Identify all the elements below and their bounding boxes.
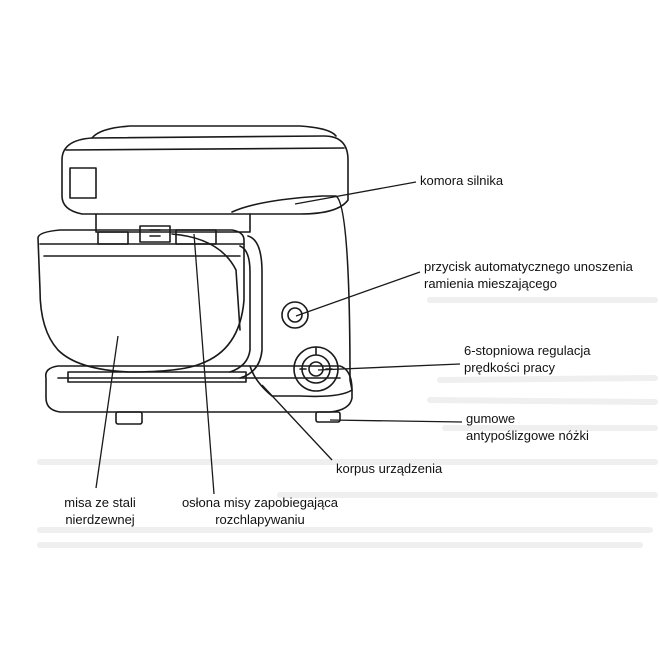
- label-line: osłona misy zapobiegająca: [181, 495, 339, 510]
- leader-lift-button: [295, 271, 421, 317]
- label-lift-button: przycisk automatycznego unoszenia ramien…: [424, 258, 633, 292]
- leader-speed: [317, 363, 461, 371]
- label-line: rozchlapywaniu: [215, 512, 305, 527]
- mixer-base: [44, 365, 353, 413]
- label-line: misa ze stali: [64, 495, 136, 510]
- steel-bowl: [37, 229, 245, 373]
- splash-guard: [171, 233, 241, 331]
- leader-motor: [294, 181, 417, 205]
- label-line: korpus urządzenia: [336, 461, 443, 476]
- motor-housing: [61, 135, 349, 215]
- lift-button-icon: [281, 301, 309, 329]
- label-line: komora silnika: [420, 173, 504, 188]
- leader-feet: [329, 419, 463, 423]
- rubber-foot-right: [315, 411, 341, 423]
- label-line: prędkości pracy: [464, 360, 556, 375]
- label-steel-bowl: misa ze stali nierdzewnej: [58, 494, 142, 528]
- bowl-plate: [67, 371, 247, 383]
- leader-bowl: [95, 335, 119, 489]
- label-rubber-feet: gumowe antypoślizgowe nóżki: [466, 410, 589, 444]
- label-line: 6-stopniowa regulacja: [464, 343, 591, 358]
- label-motor-housing: komora silnika: [420, 172, 503, 189]
- label-line: nierdzewnej: [65, 512, 135, 527]
- rubber-foot-left: [115, 411, 143, 425]
- leader-body: [261, 384, 333, 461]
- label-speed-control: 6-stopniowa regulacja prędkości pracy: [464, 342, 590, 376]
- label-line: gumowe: [466, 411, 516, 426]
- label-line: przycisk automatycznego unoszenia: [424, 259, 633, 274]
- label-splash-guard: osłona misy zapobiegająca rozchlapywaniu: [160, 494, 360, 528]
- label-line: antypoślizgowe nóżki: [466, 428, 589, 443]
- label-mixer-body: korpus urządzenia: [336, 460, 442, 477]
- leader-guard: [193, 233, 215, 495]
- label-line: ramienia mieszającego: [424, 276, 557, 291]
